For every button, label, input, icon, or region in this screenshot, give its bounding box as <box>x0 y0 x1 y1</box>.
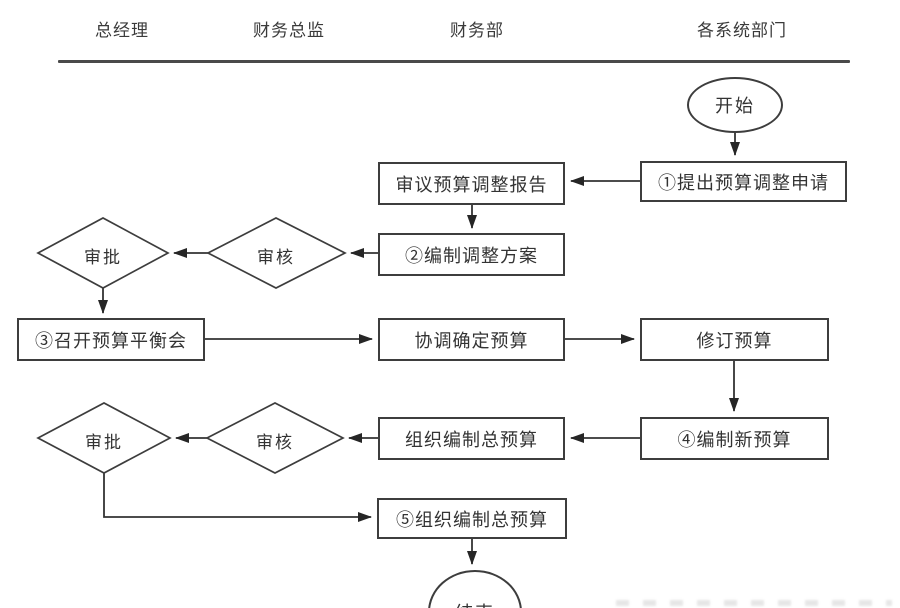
diamond-group <box>36 217 347 474</box>
connector-approve2-to-final <box>103 473 372 522</box>
diamond-check-2 <box>205 402 345 474</box>
box-new-budget: ④编制新预算 <box>640 417 829 460</box>
box-review-report: 审议预算调整报告 <box>378 162 565 205</box>
lane-header-finance-director: 财务总监 <box>253 21 325 40</box>
label-approve-1: 审批 <box>84 248 122 267</box>
lane-header-general-manager: 总经理 <box>95 21 149 40</box>
lane-header-system-depts: 各系统部门 <box>697 21 787 40</box>
box-organize-master-budget: 组织编制总预算 <box>378 417 565 460</box>
box-revise-budget: 修订预算 <box>640 318 829 361</box>
box-organize-master-budget-final: ⑤组织编制总预算 <box>377 498 567 539</box>
box-coordinate-budget: 协调确定预算 <box>378 318 565 361</box>
header-divider-rule <box>58 60 850 63</box>
watermark-remnant <box>616 600 892 606</box>
box-balance-meeting: ③召开预算平衡会 <box>17 318 205 361</box>
label-check-1: 审核 <box>257 248 295 267</box>
label-check-2: 审核 <box>256 433 294 452</box>
label-approve-2: 审批 <box>85 433 123 452</box>
diamond-check-1 <box>206 217 347 289</box>
diamond-approve-1 <box>36 217 170 289</box>
box-draft-plan: ②编制调整方案 <box>378 233 565 276</box>
lane-header-finance-dept: 财务部 <box>450 21 504 40</box>
start-oval: 开始 <box>687 77 783 133</box>
box-submit-request: ①提出预算调整申请 <box>640 161 847 202</box>
diamond-approve-2 <box>36 402 172 474</box>
connector-group <box>98 133 740 565</box>
